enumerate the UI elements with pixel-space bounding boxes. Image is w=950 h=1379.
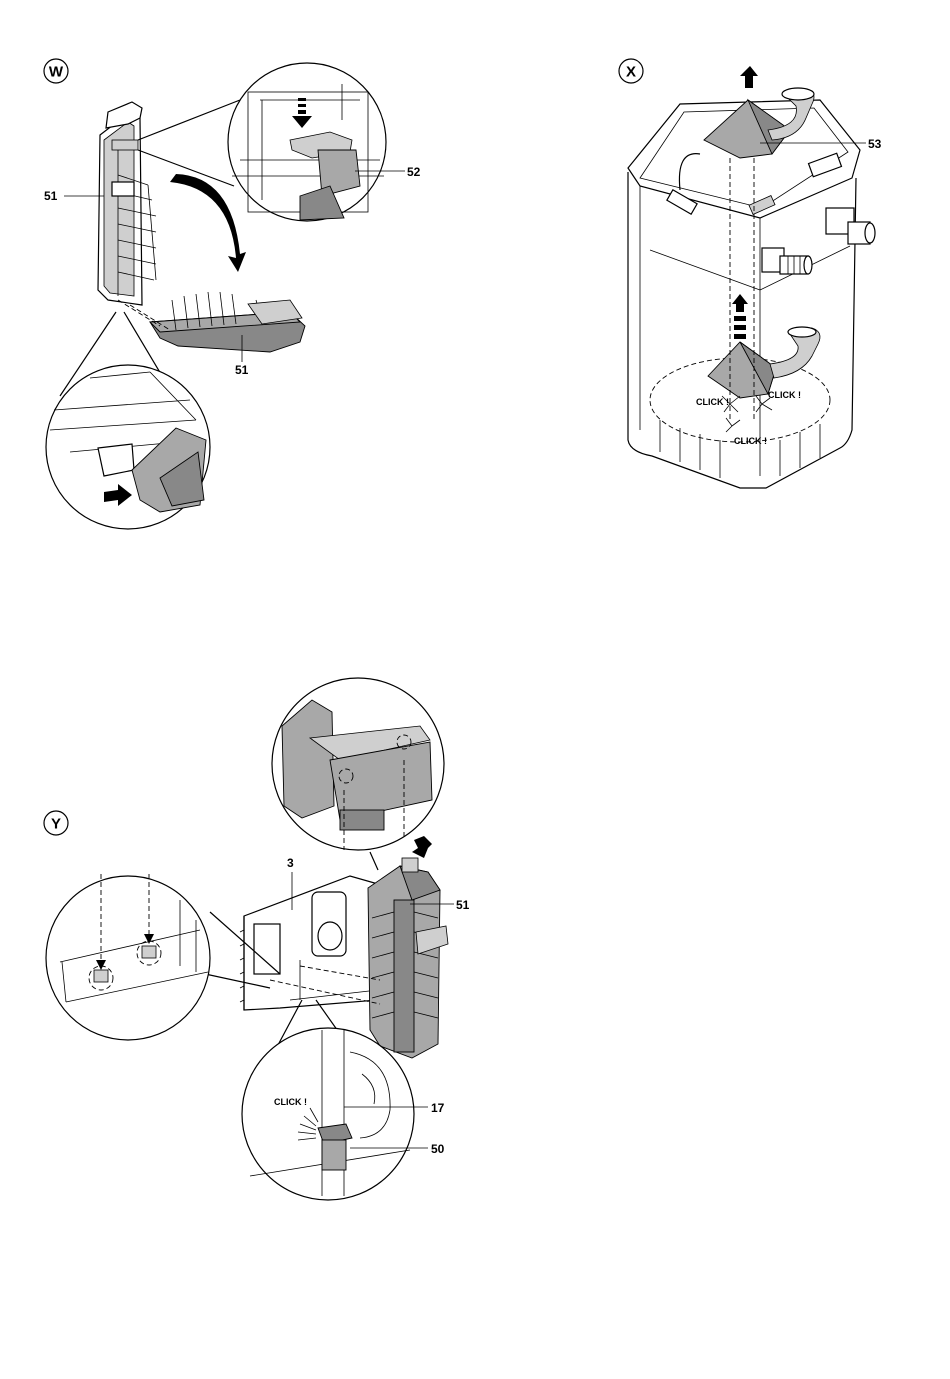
label-52-text: 52 (407, 165, 421, 179)
panel-x: X (619, 59, 882, 488)
label-51-top: 51 (44, 189, 104, 203)
detail-circle-top: 52 (138, 63, 421, 221)
label-53-text: 53 (868, 137, 882, 151)
panel-y: Y 3 (44, 678, 470, 1200)
lift-arrow-middle-icon (732, 294, 748, 339)
insert-arrow-icon (412, 836, 432, 858)
label-50-text: 50 (431, 1142, 445, 1156)
click-marker-left: CLICK ! (696, 396, 740, 412)
label-17-text: 17 (431, 1101, 445, 1115)
rotate-arrow-icon (170, 174, 246, 272)
lift-arrow-top-icon (740, 66, 758, 88)
badge-x: X (619, 59, 643, 83)
filter-housing (628, 100, 860, 488)
filter-holder-51-lying (118, 292, 305, 352)
housing-wall-3 (240, 876, 378, 1010)
click-label-y: CLICK ! (274, 1097, 307, 1107)
badge-y: Y (44, 811, 68, 835)
click-label-bottom: CLICK ! (734, 436, 767, 446)
label-3-text: 3 (287, 856, 294, 870)
label-51-bottom-text: 51 (235, 363, 249, 377)
label-51-text: 51 (456, 898, 470, 912)
badge-w-letter: W (49, 64, 64, 81)
badge-x-letter: X (626, 64, 636, 81)
click-label-left: CLICK ! (696, 397, 729, 407)
outlet-connector-lower (762, 248, 812, 274)
panel-w: W (44, 59, 421, 529)
filter-holder-51-upright (98, 102, 156, 305)
funnel-53-mounted (708, 327, 820, 398)
badge-w: W (44, 59, 68, 83)
click-label-right: CLICK ! (768, 390, 801, 400)
badge-y-letter: Y (51, 816, 61, 833)
outlet-connector-upper (826, 208, 875, 244)
label-51-top-text: 51 (44, 189, 58, 203)
